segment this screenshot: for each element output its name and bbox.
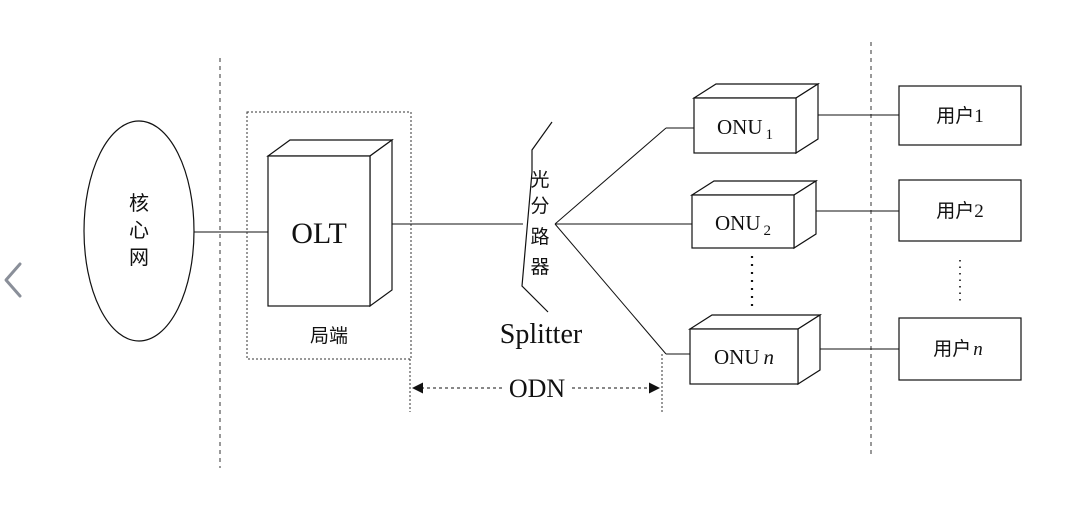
user-2-box (898, 179, 1022, 242)
core-network-label-3: 网 (129, 247, 149, 269)
splitter-label-1: 光 (530, 169, 549, 191)
user-1-box (898, 85, 1022, 146)
central-office-boundary (246, 111, 412, 360)
onu-1-box (691, 82, 821, 155)
onu-n-box (687, 313, 823, 386)
splitter-label-4: 器 (530, 257, 549, 278)
odn-label: ODN (509, 374, 566, 403)
splitter-outline (521, 121, 553, 313)
user-1-label: 用户1 (936, 105, 984, 127)
central-office-caption: 局端 (310, 325, 348, 347)
link-splitter-onu1 (554, 127, 667, 225)
chevron-left-icon[interactable] (0, 256, 30, 304)
onu-2-box (689, 179, 819, 250)
user-2-label: 用户2 (936, 200, 984, 222)
splitter-shape (523, 124, 555, 318)
splitter-label-2: 分 (530, 195, 549, 217)
core-network-ellipse (83, 120, 195, 342)
core-network-label-1: 核 (129, 192, 149, 215)
link-splitter-onun (554, 223, 667, 355)
splitter-label-3: 路 (530, 226, 549, 248)
core-network-label-2: 心 (129, 220, 149, 242)
user-n-box (898, 317, 1022, 381)
splitter-caption: Splitter (500, 319, 583, 350)
olt-box (266, 138, 394, 308)
olt-label: OLT (291, 217, 347, 250)
